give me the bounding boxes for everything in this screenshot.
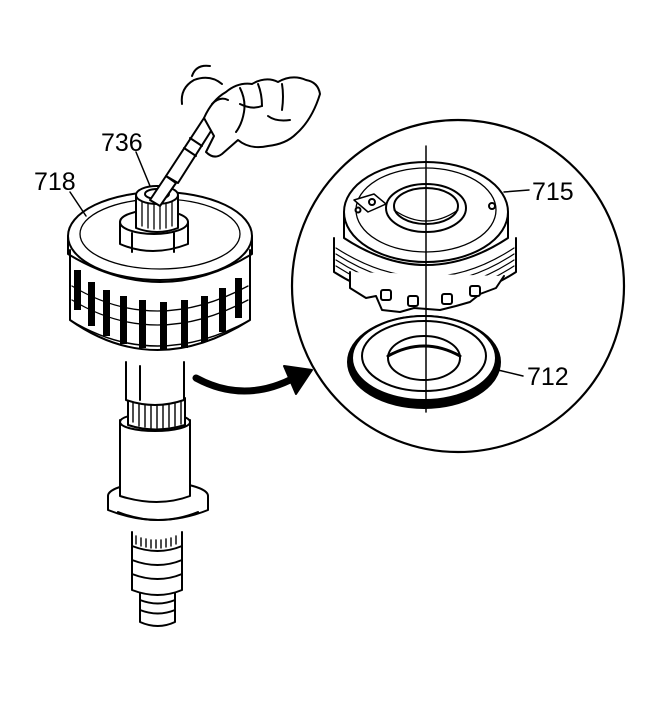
shaft-lower-assembly [107, 361, 209, 627]
callout-715: 715 [532, 178, 574, 206]
callout-712: 712 [527, 363, 569, 391]
seal-712 [347, 315, 501, 409]
drum-housing-718 [67, 185, 253, 351]
leader-lines [69, 151, 530, 377]
piston-715 [333, 161, 517, 313]
callout-718: 718 [34, 168, 76, 196]
callout-736: 736 [101, 129, 143, 157]
air-nozzle-and-hand [149, 64, 321, 207]
transfer-arrow [192, 365, 313, 395]
